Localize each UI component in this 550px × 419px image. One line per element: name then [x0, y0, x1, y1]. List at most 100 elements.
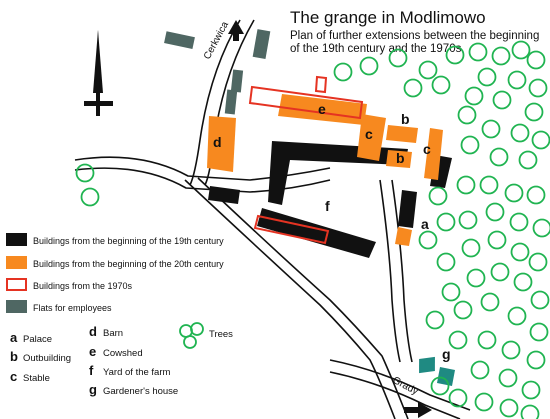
tree-icon: [448, 388, 468, 408]
tree-icon: [436, 252, 456, 272]
key-text-a: Palace: [23, 334, 52, 345]
tree-icon: [425, 310, 445, 330]
tree-icon: [460, 135, 480, 155]
tree-icon: [526, 185, 546, 205]
tree-icon: [359, 56, 379, 76]
tree-icon: [75, 163, 95, 183]
key-text-c: Stable: [23, 373, 50, 384]
legend-swatch-flats: [6, 300, 27, 313]
tree-icon: [431, 75, 451, 95]
tree-icon: [487, 230, 507, 250]
north-road-arrow-icon: [228, 20, 244, 41]
south-road-label: Grady: [391, 375, 420, 397]
map-label-c1: c: [365, 126, 373, 142]
map-label-f: f: [325, 198, 330, 214]
tree-icon: [521, 380, 541, 400]
tree-icon: [458, 210, 478, 230]
key-letter-c: c: [10, 369, 17, 384]
tree-icon: [403, 78, 423, 98]
map-label-g: g: [442, 346, 451, 362]
legend-label-20th: Buildings from the beginning of the 20th…: [33, 259, 224, 269]
map-label-c2: c: [423, 141, 431, 157]
tree-icon: [507, 306, 527, 326]
key-letter-a: a: [10, 330, 18, 345]
tree-icon: [461, 238, 481, 258]
tree-icon: [480, 292, 500, 312]
map-label-a: a: [421, 216, 429, 232]
key-letter-g: g: [89, 382, 97, 397]
trees: [75, 40, 550, 419]
tree-icon: [528, 252, 548, 272]
buildings-1970s: [248, 75, 364, 245]
tree-icon: [501, 340, 521, 360]
legend-label-19th: Buildings from the beginning of the 19th…: [33, 236, 224, 246]
legend-swatch-19th: [6, 233, 27, 246]
legend-label-1970s: Buildings from the 1970s: [33, 281, 133, 291]
tree-icon: [510, 123, 530, 143]
tree-icon: [513, 272, 533, 292]
tree-icon: [491, 46, 511, 66]
key-letter-f: f: [89, 363, 94, 378]
tree-icon: [490, 262, 510, 282]
tree-icon: [481, 119, 501, 139]
tree-icon: [477, 67, 497, 87]
tree-icon: [456, 175, 476, 195]
tree-icon: [529, 322, 549, 342]
south-road-arrow-icon: [404, 402, 432, 418]
tree-icon: [485, 202, 505, 222]
trees-legend-label: Trees: [209, 329, 233, 340]
tree-icon: [448, 330, 468, 350]
gardener-house: [419, 356, 455, 386]
tree-icon: [531, 130, 550, 150]
tree-icon: [441, 282, 461, 302]
tree-icon: [492, 90, 512, 110]
key-letter-d: d: [89, 324, 97, 339]
map-label-d: d: [213, 134, 222, 150]
map-title: The grange in Modlimowo: [290, 8, 486, 27]
map-label-b1: b: [401, 111, 410, 127]
tree-icon: [466, 268, 486, 288]
key-text-b: Outbuilding: [23, 353, 71, 364]
key-letter-e: e: [89, 344, 96, 359]
tree-icon: [511, 40, 531, 60]
buildings-19th-century: [208, 141, 452, 258]
tree-icon: [524, 102, 544, 122]
tree-icon: [468, 42, 488, 62]
tree-icon: [520, 404, 540, 419]
map-label-b2: b: [396, 150, 405, 166]
flats-buildings: [164, 29, 271, 115]
tree-icon: [80, 187, 100, 207]
tree-icon: [532, 218, 550, 238]
road-main: [184, 177, 409, 419]
tree-icon: [388, 48, 408, 68]
tree-icon: [518, 150, 538, 170]
tree-icon: [457, 105, 477, 125]
tree-icon: [477, 330, 497, 350]
tree-icon: [479, 175, 499, 195]
tree-icon: [498, 368, 518, 388]
map-subtitle-line1: Plan of further extensions between the b…: [290, 30, 539, 42]
legend-swatch-20th: [6, 256, 27, 269]
tree-icon: [489, 147, 509, 167]
north-road-label: Cerkwica: [202, 20, 231, 62]
road-west: [74, 156, 331, 193]
key-text-d: Barn: [103, 328, 123, 339]
key-text-e: Cowshed: [103, 348, 143, 359]
legend: Buildings from the beginning of the 19th…: [6, 233, 224, 313]
road-east: [379, 179, 413, 363]
key-text-g: Gardener's house: [103, 386, 178, 397]
map-label-e: e: [318, 101, 326, 117]
map-subtitle-line2: of the 19th century and the 1970s: [290, 43, 462, 55]
north-arrow-icon: [84, 30, 113, 116]
trees-legend: Trees: [179, 322, 233, 349]
building-key: a Palace b Outbuilding c Stable d Barn e…: [10, 324, 178, 397]
map-letters: a b b c c d e f g: [213, 101, 451, 362]
tree-icon: [509, 212, 529, 232]
road-south: [329, 359, 471, 419]
tree-icon: [528, 78, 548, 98]
tree-icon: [430, 376, 450, 396]
tree-icon: [526, 350, 546, 370]
tree-icon: [428, 186, 448, 206]
tree-icon: [504, 183, 524, 203]
